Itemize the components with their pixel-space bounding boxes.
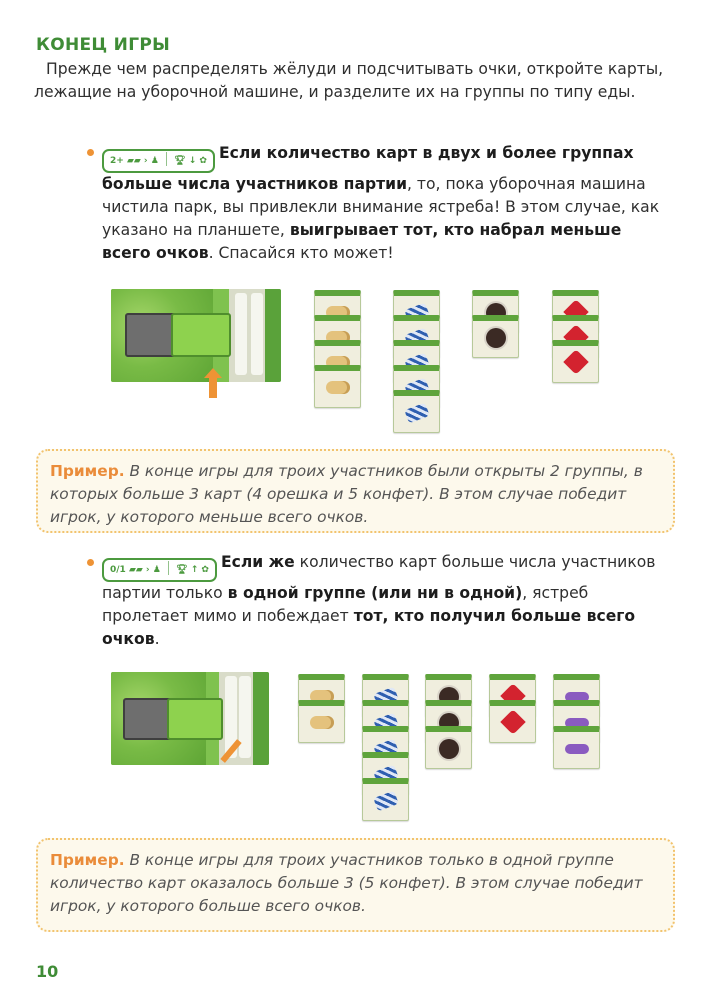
- peanut-icon: [310, 690, 334, 703]
- intro-paragraph: Прежде чем распределять жёлуди и подсчит…: [34, 60, 664, 101]
- peanut-card: [314, 365, 361, 408]
- candy-icon: [404, 402, 430, 424]
- bone-icon: [565, 692, 589, 702]
- trophy-icon: 🏆︎: [174, 156, 186, 166]
- example-text: В конце игры для троих участников только…: [50, 851, 643, 915]
- rule-badge-highest: 0/1 ▰▰ › ♟ 🏆︎ ↑ ✿: [102, 558, 217, 582]
- heart-card: [489, 700, 536, 743]
- rule1-text-d: . Спасайся кто может!: [208, 244, 394, 262]
- example-box: Пример. В конце игры для троих участнико…: [36, 449, 675, 533]
- rule2-bold-a: Если же: [220, 553, 295, 571]
- cookie-card: [425, 726, 472, 769]
- rule-badge-lowest: 2+ ▰▰ › ♟ 🏆︎ ↓ ✿: [102, 149, 215, 173]
- game-board-illustration: [111, 289, 281, 382]
- rule-highest-score: 0/1 ▰▰ › ♟ 🏆︎ ↑ ✿ Если же количество кар…: [102, 551, 662, 651]
- badge-count: 0/1: [110, 565, 126, 575]
- page-number: 10: [36, 962, 59, 981]
- game-board-illustration: [111, 672, 269, 765]
- cookie-icon: [439, 739, 459, 759]
- bullet-dot: [87, 559, 94, 566]
- heart-card: [552, 340, 599, 383]
- heart-icon: [500, 709, 526, 735]
- cards-icon: ▰▰ › ♟: [126, 156, 159, 166]
- peanut-icon: [310, 716, 334, 729]
- candy-card: [393, 390, 440, 433]
- ribbon-icon: ✿: [201, 565, 209, 575]
- rule1-bold-a: Если количество карт в двух и более груп…: [102, 144, 634, 193]
- bone-icon: [565, 744, 589, 754]
- badge-direction: ↑: [190, 565, 199, 575]
- rule2-text-b: количество карт больше числа участников …: [102, 553, 656, 602]
- section-heading: КОНЕЦ ИГРЫ: [36, 35, 171, 55]
- ribbon-icon: ✿: [199, 156, 207, 166]
- peanut-card: [298, 700, 345, 743]
- badge-direction: ↓: [188, 156, 197, 166]
- heart-icon: [563, 349, 589, 375]
- rule2-text-d: , ястреб пролетает мимо и побеждает: [102, 584, 589, 625]
- badge-count: 2+: [110, 156, 124, 166]
- rule2-text-f: .: [154, 630, 160, 648]
- example-box: Пример. В конце игры для троих участнико…: [36, 838, 675, 932]
- rule2-bold-e: тот, кто получил больше всего очков: [102, 607, 636, 648]
- example-label: Пример.: [50, 462, 125, 480]
- example-text: В конце игры для троих участников были о…: [50, 462, 643, 526]
- bone-icon: [565, 718, 589, 728]
- arrow-up-icon: [209, 376, 217, 398]
- rule1-bold-c: выигрывает тот, кто набрал меньше всего …: [102, 221, 622, 262]
- trophy-icon: 🏆︎: [176, 565, 188, 575]
- cookie-icon: [486, 328, 506, 348]
- candy-icon: [373, 790, 399, 812]
- example-label: Пример.: [50, 851, 125, 869]
- peanut-icon: [326, 381, 350, 394]
- cards-icon: ▰▰ › ♟: [128, 565, 161, 575]
- cookie-card: [472, 315, 519, 358]
- bullet-dot: [87, 149, 94, 156]
- bone-card: [553, 726, 600, 769]
- rule-lowest-score: 2+ ▰▰ › ♟ 🏆︎ ↓ ✿ Если количество карт в …: [102, 142, 662, 265]
- candy-card: [362, 778, 409, 821]
- rule2-bold-c: в одной группе (или ни в одной): [227, 584, 523, 602]
- arrow-up-icon: [204, 368, 222, 378]
- rule1-text-b: , то, пока уборочная машина чистила парк…: [102, 175, 660, 239]
